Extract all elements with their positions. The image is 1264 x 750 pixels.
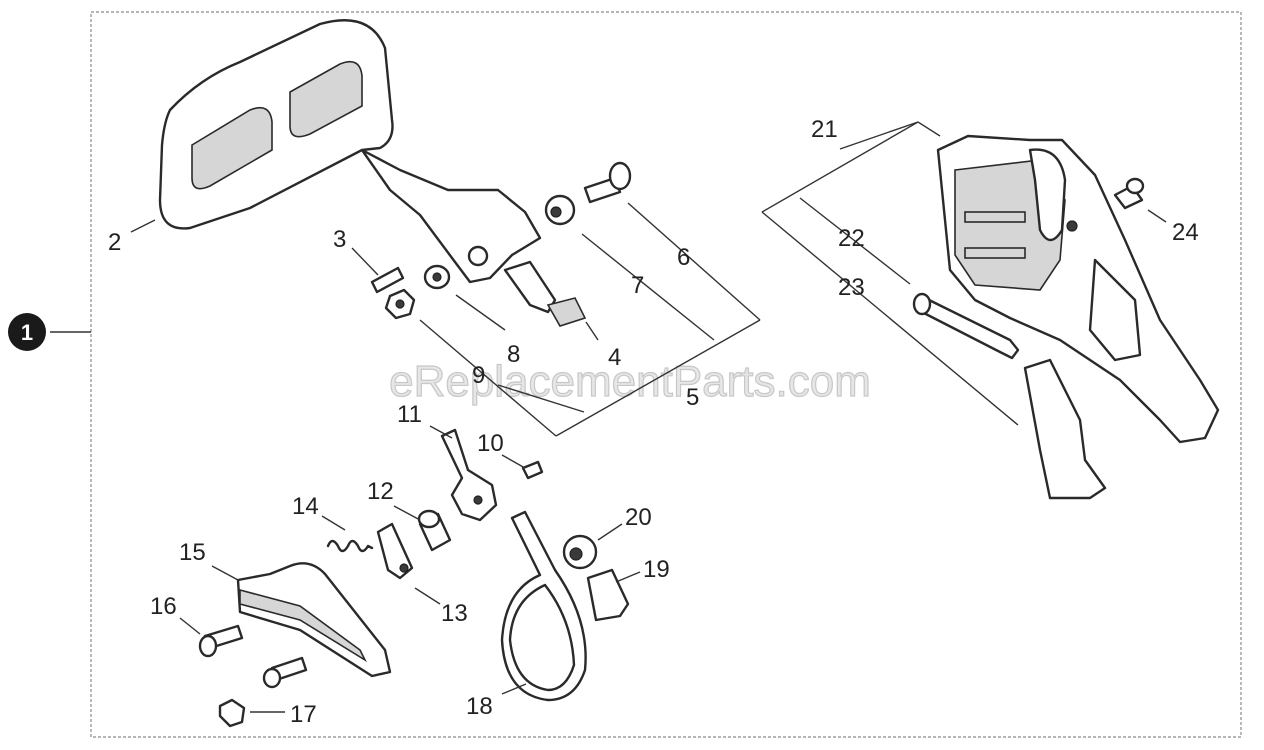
callout-24[interactable]: 24 <box>1172 219 1199 246</box>
screw-part-17[interactable] <box>218 656 308 728</box>
brake-lever-part-15[interactable] <box>236 562 392 678</box>
screw-part-16[interactable] <box>198 624 244 658</box>
nut-part-9[interactable] <box>384 288 416 320</box>
callout-10[interactable]: 10 <box>477 430 504 457</box>
front-hand-guard-part[interactable] <box>158 19 542 284</box>
callout-7[interactable]: 7 <box>631 272 644 299</box>
bushing-part-12[interactable] <box>417 509 452 552</box>
callout-8[interactable]: 8 <box>507 341 520 368</box>
callout-5[interactable]: 5 <box>686 384 699 411</box>
bolt-part-24[interactable] <box>1113 177 1145 210</box>
callout-23[interactable]: 23 <box>838 274 865 301</box>
leader-lines <box>130 121 1167 713</box>
spring-part-14[interactable] <box>326 539 374 553</box>
bolt-part-6[interactable] <box>583 161 632 204</box>
plate-part-22[interactable] <box>1023 358 1107 500</box>
callout-17[interactable]: 17 <box>290 701 317 728</box>
callout-18[interactable]: 18 <box>466 693 493 720</box>
callout-6[interactable]: 6 <box>677 244 690 271</box>
callout-4[interactable]: 4 <box>608 344 621 371</box>
brake-band-part-18[interactable] <box>500 510 587 702</box>
collar-part-20[interactable] <box>562 534 598 570</box>
washer-part-8[interactable] <box>423 264 451 290</box>
nut-part-7[interactable] <box>544 194 576 226</box>
callout-14[interactable]: 14 <box>292 493 319 520</box>
lever-part-11[interactable] <box>440 428 498 522</box>
pin-part-3[interactable] <box>370 266 405 294</box>
guard-bracket-part[interactable] <box>503 260 587 327</box>
link-part-13[interactable] <box>376 522 414 580</box>
assembly-badge[interactable]: 1 <box>8 313 91 351</box>
diagram-frame <box>90 11 1242 738</box>
callout-11[interactable]: 11 <box>397 401 422 428</box>
callout-22[interactable]: 22 <box>838 225 865 252</box>
callout-19[interactable]: 19 <box>643 556 670 583</box>
callout-13[interactable]: 13 <box>441 600 468 627</box>
callout-21[interactable]: 21 <box>811 116 838 143</box>
callout-15[interactable]: 15 <box>179 539 206 566</box>
callout-12[interactable]: 12 <box>367 478 394 505</box>
assembly-badge-number: 1 <box>21 320 33 345</box>
callout-labels: 2 3 4 5 6 7 8 9 10 11 12 13 14 15 16 17 … <box>108 116 1199 728</box>
callout-20[interactable]: 20 <box>625 504 652 531</box>
callout-16[interactable]: 16 <box>150 593 177 620</box>
callout-3[interactable]: 3 <box>333 226 346 253</box>
long-bolt-part-23[interactable] <box>912 292 1020 360</box>
pin-part-10[interactable] <box>521 460 544 480</box>
block-part-19[interactable] <box>586 568 630 622</box>
callout-2[interactable]: 2 <box>108 229 121 256</box>
brake-cover-part-21[interactable] <box>936 134 1220 444</box>
watermark: eReplacementParts.com <box>389 357 871 406</box>
callout-9[interactable]: 9 <box>472 362 485 389</box>
